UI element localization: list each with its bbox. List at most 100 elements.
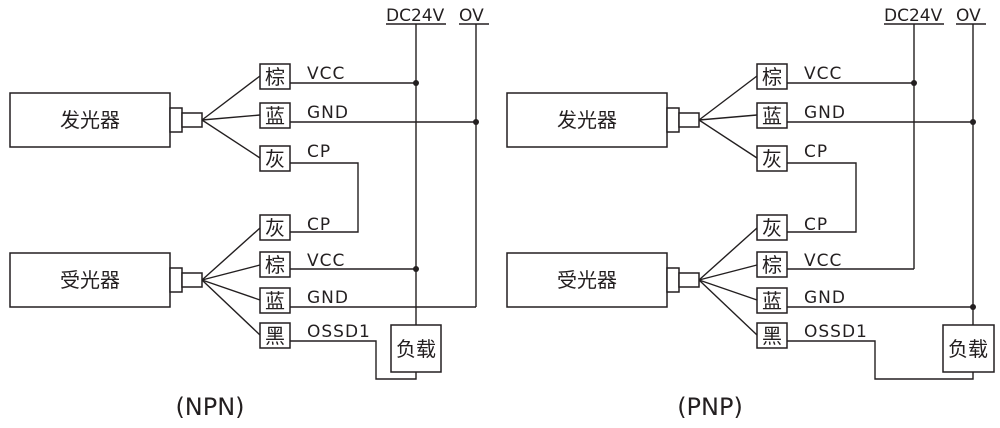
- pnp-junction-dot: [911, 80, 917, 86]
- pnp-emitter-wire-3: [698, 119, 758, 159]
- npn-receiver-color-1-text: 灰: [265, 216, 285, 240]
- npn-receiver-color-3-text: 蓝: [265, 289, 285, 313]
- npn-junction-dot: [413, 266, 419, 272]
- npn-receiver-signal-1: CP: [307, 215, 331, 235]
- pnp-emitter: 发光器 棕 蓝 灰 VCC GND CP: [506, 63, 973, 233]
- npn-diagram: DC24V OV 发光器 棕 蓝 灰 VCC GND CP: [9, 6, 489, 421]
- pnp-junction-dot: [970, 304, 976, 310]
- npn-emitter: 发光器 棕 蓝 灰 VCC GND CP: [9, 63, 476, 233]
- pnp-emitter-signal-3: CP: [804, 142, 828, 162]
- npn-emitter-wire-2: [201, 114, 261, 121]
- pnp-emitter-color-1-text: 棕: [762, 65, 782, 89]
- npn-receiver-wire-2: [201, 264, 261, 281]
- npn-receiver: 受光器 灰 棕 蓝 黑 CP VCC GND OSSD1: [9, 214, 476, 380]
- pnp-receiver-color-4-text: 黑: [762, 324, 782, 348]
- pnp-emitter-signal-1: VCC: [804, 64, 842, 84]
- pnp-receiver-signal-2: VCC: [804, 251, 842, 271]
- pnp-load-label: 负载: [948, 337, 988, 361]
- pnp-junction-dot: [970, 119, 976, 125]
- pnp-receiver-signal-4: OSSD1: [804, 322, 868, 342]
- pnp-emitter-label: 发光器: [557, 108, 617, 132]
- npn-emitter-box: [9, 92, 171, 148]
- pnp-power-rails: DC24V OV: [884, 6, 986, 325]
- npn-emitter-color-3: [259, 145, 291, 172]
- pnp-emitter-wire-1: [698, 75, 758, 121]
- npn-emitter-color-3-text: 灰: [265, 147, 285, 171]
- pnp-receiver-color-3: [756, 287, 788, 314]
- npn-emitter-label: 发光器: [60, 108, 120, 132]
- npn-receiver-color-4-text: 黑: [265, 324, 285, 348]
- npn-power-rails: DC24V OV: [386, 6, 489, 325]
- npn-emitter-color-1-text: 棕: [265, 65, 285, 89]
- npn-junction-dot: [413, 80, 419, 86]
- pnp-emitter-color-3-text: 灰: [762, 147, 782, 171]
- pnp-receiver-color-1: [756, 214, 788, 241]
- npn-junction-dot: [473, 119, 479, 125]
- pnp-receiver-wire-2: [698, 264, 758, 281]
- pnp-emitter-plug: [678, 112, 700, 128]
- pnp-emitter-color-2: [756, 102, 788, 129]
- pnp-0v-label: OV: [956, 6, 981, 26]
- pnp-emitter-signal-2: GND: [804, 103, 846, 123]
- npn-emitter-wire-1: [201, 75, 261, 121]
- pnp-emitter-color-1: [756, 63, 788, 90]
- npn-emitter-wire-3: [201, 119, 261, 159]
- npn-emitter-connector: [169, 107, 183, 133]
- pnp-cp-link-wire: [787, 162, 857, 233]
- npn-receiver-signal-2: VCC: [307, 251, 345, 271]
- pnp-receiver-signal-3: GND: [804, 288, 846, 308]
- pnp-receiver-wire-1: [698, 227, 758, 281]
- pnp-receiver-box: [506, 252, 668, 308]
- npn-receiver-wire-3: [201, 279, 261, 301]
- npn-emitter-signal-3: CP: [307, 142, 331, 162]
- pnp-diagram: DC24V OV 发光器 棕 蓝 灰 VCC GND CP: [506, 6, 995, 421]
- npn-receiver-color-2-text: 棕: [265, 253, 285, 277]
- npn-receiver-wire-1: [201, 227, 261, 281]
- npn-load-box: [390, 324, 442, 373]
- npn-receiver-color-1: [259, 214, 291, 241]
- pnp-emitter-connector: [666, 107, 680, 133]
- npn-receiver-wire-4: [201, 279, 261, 336]
- pnp-receiver-signal-1: CP: [804, 215, 828, 235]
- npn-ossd-wire: [290, 340, 417, 380]
- pnp-receiver-plug: [678, 272, 700, 288]
- npn-emitter-plug: [181, 112, 203, 128]
- npn-receiver-connector: [169, 267, 183, 293]
- npn-dc24v-label: DC24V: [386, 6, 445, 26]
- pnp-load-box: [942, 324, 995, 373]
- npn-receiver-label: 受光器: [60, 268, 120, 292]
- pnp-dc24v-label: DC24V: [884, 6, 943, 26]
- pnp-receiver-color-4: [756, 322, 788, 349]
- pnp-ossd-wire: [787, 340, 974, 380]
- pnp-receiver-wire-3: [698, 279, 758, 301]
- npn-load-label: 负载: [396, 337, 436, 361]
- pnp-emitter-box: [506, 92, 668, 148]
- pnp-emitter-color-3: [756, 145, 788, 172]
- npn-emitter-color-2: [259, 102, 291, 129]
- pnp-emitter-wire-2: [698, 114, 758, 121]
- npn-emitter-signal-2: GND: [307, 103, 349, 123]
- npn-emitter-color-1: [259, 63, 291, 90]
- pnp-receiver-color-1-text: 灰: [762, 216, 782, 240]
- pnp-receiver-wire-4: [698, 279, 758, 336]
- npn-receiver-box: [9, 252, 171, 308]
- pnp-receiver-color-3-text: 蓝: [762, 289, 782, 313]
- npn-receiver-color-2: [259, 251, 291, 278]
- pnp-receiver-color-2-text: 棕: [762, 253, 782, 277]
- npn-receiver-signal-4: OSSD1: [307, 322, 371, 342]
- pnp-receiver-connector: [666, 267, 680, 293]
- npn-receiver-signal-3: GND: [307, 288, 349, 308]
- pnp-caption: (PNP): [677, 393, 743, 421]
- npn-receiver-plug: [181, 272, 203, 288]
- pnp-receiver: 受光器 灰 棕 蓝 黑 CP VCC GND OSSD1: [506, 214, 974, 380]
- npn-cp-link-wire: [290, 162, 359, 233]
- npn-emitter-signal-1: VCC: [307, 64, 345, 84]
- npn-receiver-color-3: [259, 287, 291, 314]
- pnp-emitter-color-2-text: 蓝: [762, 104, 782, 128]
- npn-receiver-color-4: [259, 322, 291, 349]
- pnp-receiver-label: 受光器: [557, 268, 617, 292]
- npn-emitter-color-2-text: 蓝: [265, 104, 285, 128]
- pnp-receiver-color-2: [756, 251, 788, 278]
- npn-caption: (NPN): [175, 393, 244, 421]
